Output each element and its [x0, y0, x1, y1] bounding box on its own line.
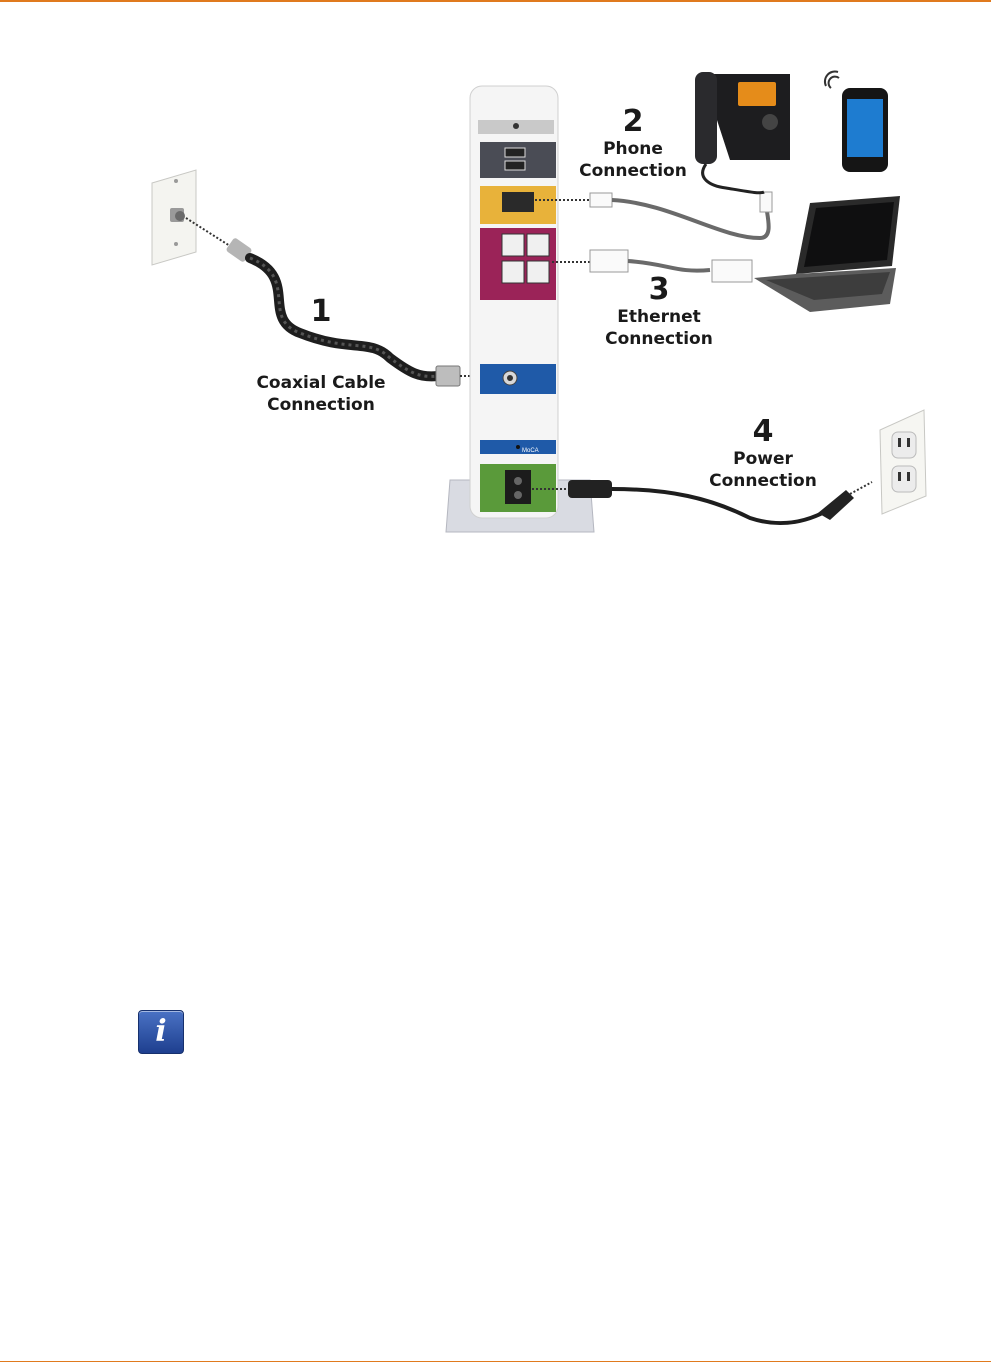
smartphone — [825, 72, 888, 172]
info-icon-glyph: i — [139, 1015, 183, 1049]
top-rule — [0, 0, 991, 2]
callout-label: Coaxial Cable Connection — [246, 372, 396, 416]
gateway-connection-diagram: MoCA 1 Coaxial Cable Connection 2 Phone … — [150, 68, 940, 534]
callout-coaxial: 1 Coaxial Cable Connection — [246, 296, 396, 416]
wall-power-outlet — [880, 410, 926, 514]
moca-label: MoCA — [522, 448, 539, 454]
wall-coax-outlet — [152, 170, 196, 265]
callout-number: 4 — [693, 416, 833, 448]
laptop — [754, 196, 900, 312]
callout-number: 1 — [246, 296, 396, 328]
desk-phone — [695, 72, 790, 193]
bottom-rule — [0, 1361, 991, 1362]
callout-phone: 2 Phone Connection — [563, 106, 703, 182]
callout-label: Ethernet Connection — [589, 306, 729, 350]
callout-ethernet: 3 Ethernet Connection — [589, 274, 729, 350]
callout-number: 2 — [563, 106, 703, 138]
phone-cable — [535, 192, 772, 238]
callout-number: 3 — [589, 274, 729, 306]
cable-port-panel — [480, 364, 556, 394]
callout-label: Power Connection — [693, 448, 833, 492]
callout-power: 4 Power Connection — [693, 416, 833, 492]
usb-panel — [480, 142, 556, 178]
callout-label: Phone Connection — [563, 138, 703, 182]
info-icon: i — [138, 1010, 184, 1054]
